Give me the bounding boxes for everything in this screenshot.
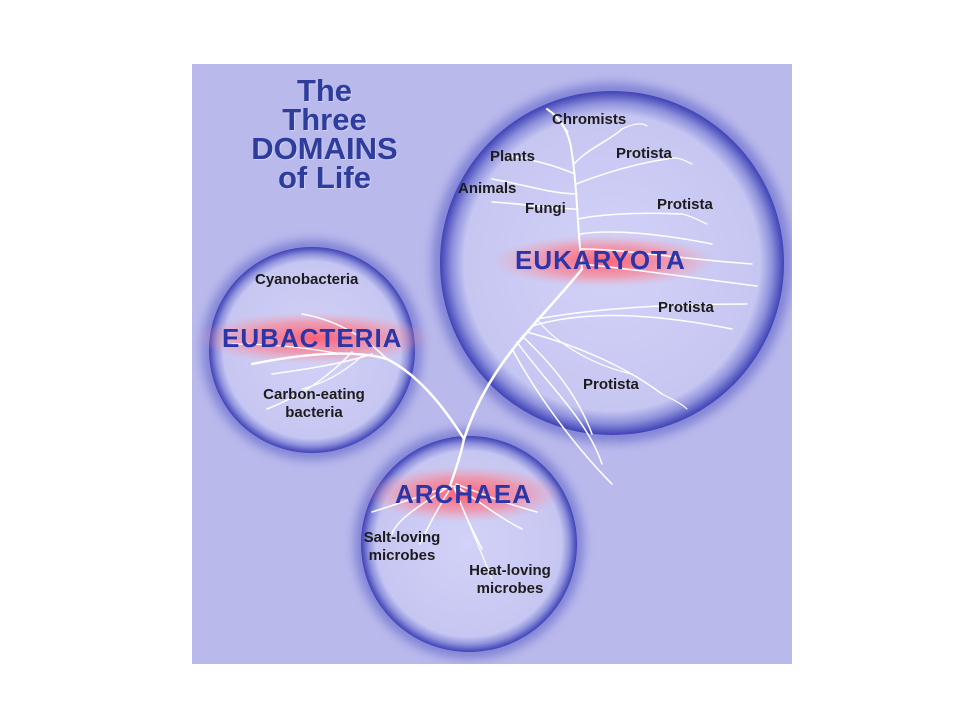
- eubacteria-glow: [196, 312, 432, 364]
- label-carbon-eating-bacteria: Carbon-eating bacteria: [244, 386, 384, 422]
- label-carbon-eating-line-2: bacteria: [285, 404, 343, 421]
- title-line-1: The: [296, 73, 353, 108]
- label-plants: Plants: [490, 148, 536, 165]
- domain-archaea-label: ARCHAEA: [395, 479, 532, 509]
- label-heat-loving-line-2: microbes: [476, 580, 544, 597]
- domain-eubacteria-label: EUBACTERIA: [222, 323, 403, 353]
- label-salt-loving-line-1: Salt-loving: [363, 529, 441, 546]
- archaea-glow: [366, 466, 562, 522]
- label-heat-loving-line-1: Heat-loving: [469, 562, 551, 579]
- label-heat-loving-microbes: Heat-loving microbes: [455, 562, 565, 598]
- title-line-2: Three: [282, 102, 367, 137]
- label-animals: Animals: [458, 180, 517, 197]
- diagram-panel: The Three DOMAINS of Life EUKARYOTA EUBA…: [192, 64, 792, 664]
- label-protista-upper: Protista: [616, 145, 672, 162]
- title-line-3: DOMAINS: [251, 131, 398, 166]
- label-protista-bottom: Protista: [583, 376, 639, 393]
- tree-of-life-diagram: [196, 83, 792, 659]
- label-carbon-eating-line-1: Carbon-eating: [263, 386, 365, 403]
- title-line-4: of Life: [278, 160, 371, 195]
- tree-branches: [231, 108, 758, 580]
- label-salt-loving-line-2: microbes: [368, 547, 436, 564]
- label-salt-loving-microbes: Salt-loving microbes: [347, 529, 457, 565]
- label-chromists: Chromists: [552, 111, 627, 128]
- label-fungi: Fungi: [525, 200, 566, 217]
- label-protista-right: Protista: [657, 196, 713, 213]
- diagram-title: The Three DOMAINS of Life: [232, 73, 417, 195]
- domain-eukaryota-label: EUKARYOTA: [515, 245, 686, 275]
- label-cyanobacteria: Cyanobacteria: [255, 271, 359, 288]
- label-protista-lower-right: Protista: [658, 299, 714, 316]
